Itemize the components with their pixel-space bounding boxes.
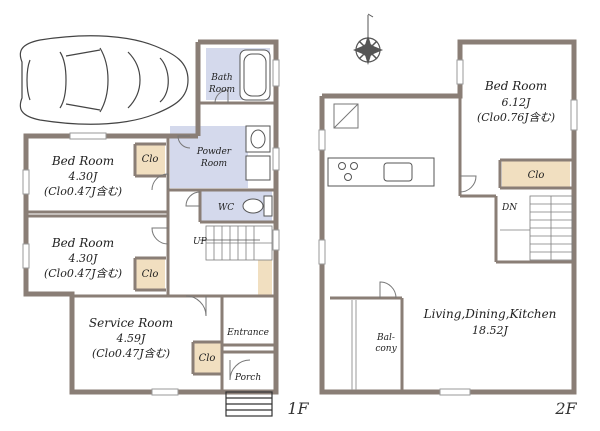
sink-icon [245, 125, 271, 181]
interior-walls-2f [330, 96, 572, 390]
bed-room-a-area: 4.30J [68, 170, 98, 183]
kitchen-counter [327, 157, 435, 187]
closet-fill-1 [135, 144, 165, 176]
stairs-2f [500, 195, 573, 261]
ldk-name: Living,Dining,Kitchen [423, 307, 557, 321]
bed-room-b-closet-note: (Clo0.47J含む) [44, 267, 122, 280]
floor-2f: Bed Room 6.12J (Clo0.76J含む) Clo DN Livin… [318, 39, 578, 418]
bath-room-line2: Room [208, 85, 235, 95]
ldk-label: Living,Dining,Kitchen 18.52J [423, 307, 557, 337]
bed-room-a-label: Bed Room 4.30J (Clo0.47J含む) [44, 154, 122, 198]
balcony-line1: Bal- [376, 333, 395, 343]
floor-1f: Bath Room Powder Room WC Bed Room 4.30J … [22, 39, 310, 418]
compass-rose-icon [353, 13, 383, 65]
service-room-name: Service Room [89, 316, 173, 330]
bed-room-b-area: 4.30J [68, 252, 98, 265]
powder-room-line1: Powder [196, 147, 232, 157]
exterior-walls-2f [319, 39, 577, 395]
floor-2f-label: 2F [554, 399, 577, 418]
closet-label-1: Clo [142, 154, 159, 165]
balcony-label: Bal- cony [375, 333, 397, 354]
porch-steps [225, 391, 273, 417]
windows-1f [22, 59, 280, 396]
floor-1f-label: 1F [287, 399, 309, 418]
stairs-down-label: DN [501, 203, 518, 213]
service-room-label: Service Room 4.59J (Clo0.47J含む) [89, 316, 173, 360]
bath-room-line1: Bath [210, 73, 232, 83]
closet-label-2: Clo [142, 269, 159, 280]
bath-room-label: Bath Room [208, 73, 235, 95]
stove-icon [338, 162, 358, 181]
bed-room-a-closet-note: (Clo0.47J含む) [44, 185, 122, 198]
bed-room-b-name: Bed Room [51, 236, 114, 250]
windows-2f [318, 59, 578, 396]
service-room-area: 4.59J [116, 332, 146, 345]
entry-closet-fill [258, 260, 272, 296]
doors-2f [379, 175, 477, 299]
closet-label-3: Clo [199, 353, 216, 364]
closet-fill-3 [193, 342, 221, 374]
bed-room-2f-area: 6.12J [502, 96, 531, 109]
interior-walls-1f [28, 101, 276, 390]
wc-label: WC [218, 203, 234, 213]
car-icon [19, 35, 189, 125]
powder-room-label: Powder Room [196, 147, 232, 169]
closet-fill-2 [135, 258, 165, 290]
bed-room-b-label: Bed Room 4.30J (Clo0.47J含む) [44, 236, 122, 280]
service-room-closet-note: (Clo0.47J含む) [92, 347, 170, 360]
bed-room-2f-closet-note: (Clo0.76J含む) [477, 111, 555, 124]
powder-room-line2: Room [200, 159, 227, 169]
bed-room-2f-label: Bed Room 6.12J (Clo0.76J含む) [477, 79, 555, 124]
stairs-1f [200, 225, 273, 261]
entrance-label: Entrance [226, 328, 269, 338]
porch-label: Porch [234, 373, 261, 383]
kitchen-sink-icon [383, 162, 413, 182]
stairs-up-label: UP [193, 237, 208, 247]
bed-room-2f-name: Bed Room [484, 79, 547, 93]
bathtub-icon [239, 49, 271, 101]
doors-1f [151, 89, 251, 381]
storage-box [333, 103, 359, 129]
balcony-rail [351, 300, 357, 390]
balcony-line2: cony [375, 344, 397, 354]
ldk-area: 18.52J [472, 324, 508, 337]
bed-room-a-name: Bed Room [51, 154, 114, 168]
closet-fill-2f [502, 160, 570, 188]
toilet-icon [242, 195, 273, 217]
closet-label-2f: Clo [528, 170, 545, 181]
